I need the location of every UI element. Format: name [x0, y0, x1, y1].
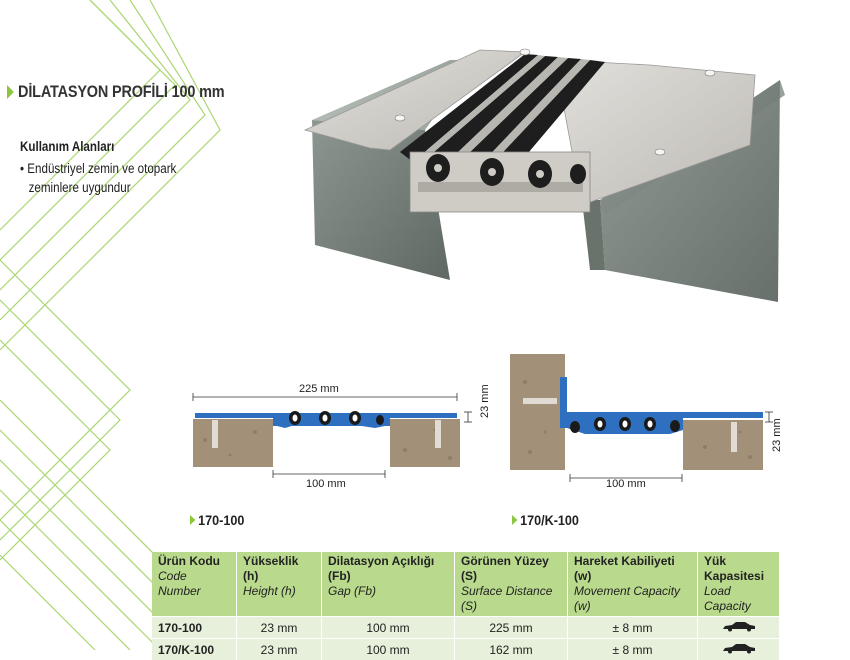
gap-dimension-label-k: 100 mm	[606, 478, 646, 490]
car-icon	[721, 642, 757, 654]
product-code-170-K-100: 170/K-100	[512, 512, 579, 528]
page-title: DİLATASYON PROFİLİ 100 mm	[7, 82, 224, 102]
product-code-text: 170-100	[198, 512, 244, 528]
gap-dimension-label: 100 mm	[306, 478, 346, 490]
cell-gap: 100 mm	[322, 639, 455, 660]
code-arrow-icon	[190, 515, 195, 525]
cell-gap: 100 mm	[322, 617, 455, 639]
cell-surface: 225 mm	[455, 617, 568, 639]
header-height: Yükseklik (h)Height (h)	[237, 552, 322, 617]
cell-code: 170/K-100	[152, 639, 237, 660]
header-movement: Hareket Kabiliyeti (w)Movement Capacity …	[568, 552, 698, 617]
cell-surface: 162 mm	[455, 639, 568, 660]
cell-movement: ± 8 mm	[568, 617, 698, 639]
cell-code: 170-100	[152, 617, 237, 639]
code-arrow-icon	[512, 515, 517, 525]
cell-load	[698, 639, 780, 660]
table-row: 170-100 23 mm 100 mm 225 mm ± 8 mm	[152, 617, 780, 639]
cell-height: 23 mm	[237, 639, 322, 660]
height-dimension-label: 23 mm	[479, 384, 491, 418]
product-code-170-100: 170-100	[190, 512, 244, 528]
width-dimension-label: 225 mm	[299, 383, 339, 395]
page-title-text: DİLATASYON PROFİLİ 100 mm	[18, 82, 224, 102]
height-dimension-label-k: 23 mm	[771, 418, 783, 452]
header-gap: Dilatasyon Açıklığı (Fb)Gap (Fb)	[322, 552, 455, 617]
cell-movement: ± 8 mm	[568, 639, 698, 660]
cell-load	[698, 617, 780, 639]
table-row: 170/K-100 23 mm 100 mm 162 mm ± 8 mm	[152, 639, 780, 660]
usage-heading: Kullanım Alanları	[20, 137, 201, 156]
title-arrow-icon	[7, 85, 14, 99]
car-icon	[721, 620, 757, 632]
product-code-text: 170/K-100	[520, 512, 579, 528]
diagram-170-K-100	[505, 352, 775, 482]
usage-section: Kullanım Alanları Endüstriyel zemin ve o…	[20, 137, 201, 197]
cell-height: 23 mm	[237, 617, 322, 639]
profile-3d-illustration	[300, 40, 790, 310]
usage-item: Endüstriyel zemin ve otopark zeminlere u…	[20, 159, 201, 197]
header-surface: Görünen Yüzey (S)Surface Distance (S)	[455, 552, 568, 617]
